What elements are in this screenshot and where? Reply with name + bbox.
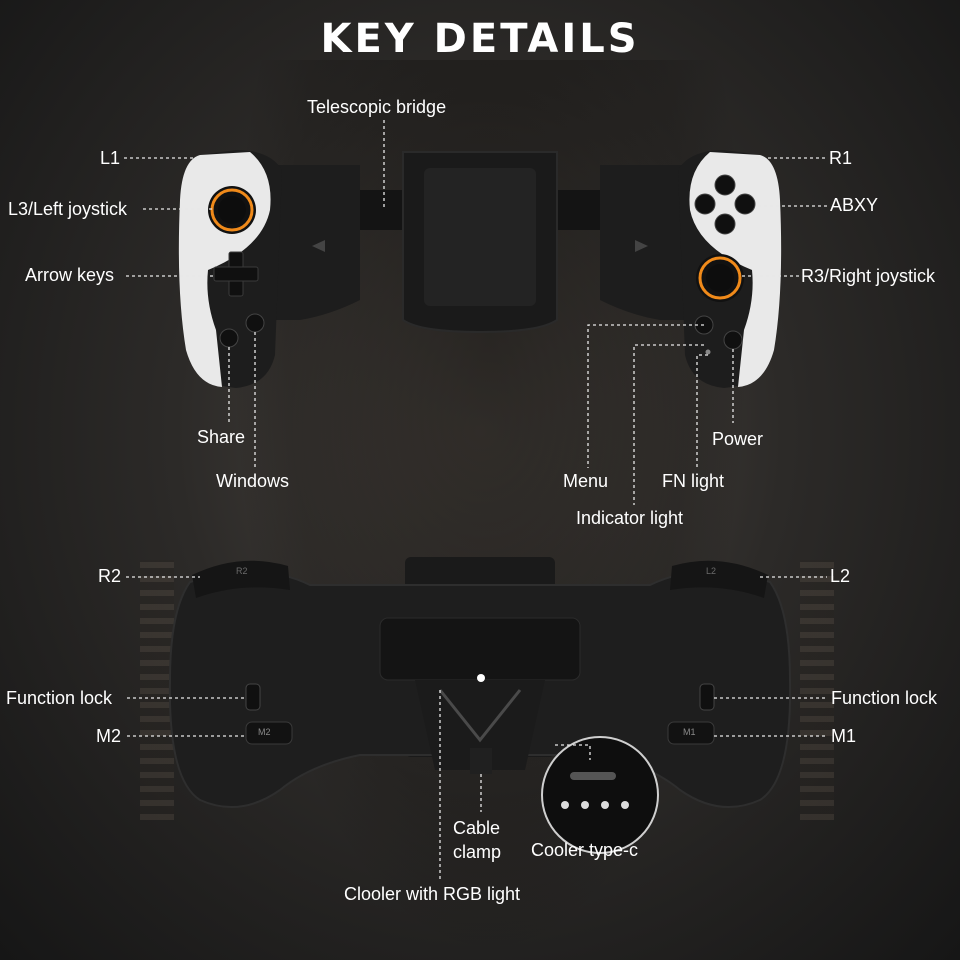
l2-trigger-mark: L2 bbox=[706, 566, 717, 576]
fn-light-dot bbox=[705, 349, 711, 355]
label-cooler-rgb: Clooler with RGB light bbox=[344, 884, 521, 904]
label-function-lock-right: Function lock bbox=[831, 688, 938, 708]
label-l1: L1 bbox=[100, 148, 121, 168]
label-windows: Windows bbox=[216, 471, 290, 491]
m2-back-button bbox=[245, 721, 293, 745]
leader-lines-top bbox=[124, 120, 827, 505]
type-c-inset-circle bbox=[541, 736, 659, 854]
right-joystick bbox=[706, 264, 734, 292]
m2-button-mark: M2 bbox=[258, 727, 271, 737]
left-arrow-mark bbox=[312, 240, 325, 252]
label-function-lock-left: Function lock bbox=[6, 688, 113, 708]
right-extension-body bbox=[600, 165, 690, 320]
right-arrow-mark bbox=[635, 240, 648, 252]
label-r1: R1 bbox=[829, 148, 853, 168]
label-indicator-light: Indicator light bbox=[576, 508, 684, 528]
inset-led-dots bbox=[561, 801, 629, 809]
label-l3-left-joystick: L3/Left joystick bbox=[8, 199, 128, 219]
arrow-keys-dpad bbox=[213, 251, 259, 297]
r2-trigger-mark: R2 bbox=[236, 566, 248, 576]
right-joystick-ring bbox=[698, 256, 742, 300]
cable-clamp bbox=[470, 748, 492, 774]
label-cooler-type-c: Cooler type-c bbox=[531, 840, 639, 860]
clamp-pad bbox=[424, 168, 536, 306]
label-fn-light: FN light bbox=[662, 471, 725, 491]
m1-button-mark: M1 bbox=[683, 727, 696, 737]
m1-back-button bbox=[667, 721, 715, 745]
label-abxy: ABXY bbox=[830, 195, 879, 215]
label-m2: M2 bbox=[96, 726, 122, 746]
function-lock-left-switch bbox=[245, 683, 261, 711]
label-cable-clamp-line2: clamp bbox=[453, 842, 502, 862]
rgb-light-dot bbox=[477, 674, 485, 682]
leader-lines-bottom bbox=[126, 576, 827, 880]
cooler-fan-blade bbox=[438, 689, 522, 743]
cooler-clamp-block bbox=[379, 617, 581, 681]
background-tower-right bbox=[800, 560, 834, 820]
function-lock-right-switch bbox=[699, 683, 715, 711]
label-r2: R2 bbox=[98, 566, 122, 586]
background-tower-left bbox=[140, 560, 174, 820]
label-l2: L2 bbox=[830, 566, 851, 586]
label-cable-clamp-line1: Cable bbox=[453, 818, 501, 838]
cooler-fan bbox=[415, 680, 545, 770]
left-joystick bbox=[218, 196, 246, 224]
label-menu: Menu bbox=[563, 471, 609, 491]
label-share: Share bbox=[197, 427, 246, 447]
left-joystick-ring bbox=[210, 188, 254, 232]
abxy-buttons bbox=[694, 174, 756, 235]
label-m1: M1 bbox=[831, 726, 857, 746]
l2-trigger bbox=[670, 560, 768, 598]
page-title: KEY DETAILS bbox=[320, 16, 640, 62]
left-extension-body bbox=[270, 165, 360, 320]
label-arrow-keys: Arrow keys bbox=[25, 265, 115, 285]
label-telescopic-bridge: Telescopic bridge bbox=[307, 97, 447, 117]
label-power: Power bbox=[712, 429, 764, 449]
r2-trigger bbox=[192, 560, 290, 598]
label-r3-right-joystick: R3/Right joystick bbox=[801, 266, 936, 286]
type-c-port bbox=[570, 772, 616, 780]
